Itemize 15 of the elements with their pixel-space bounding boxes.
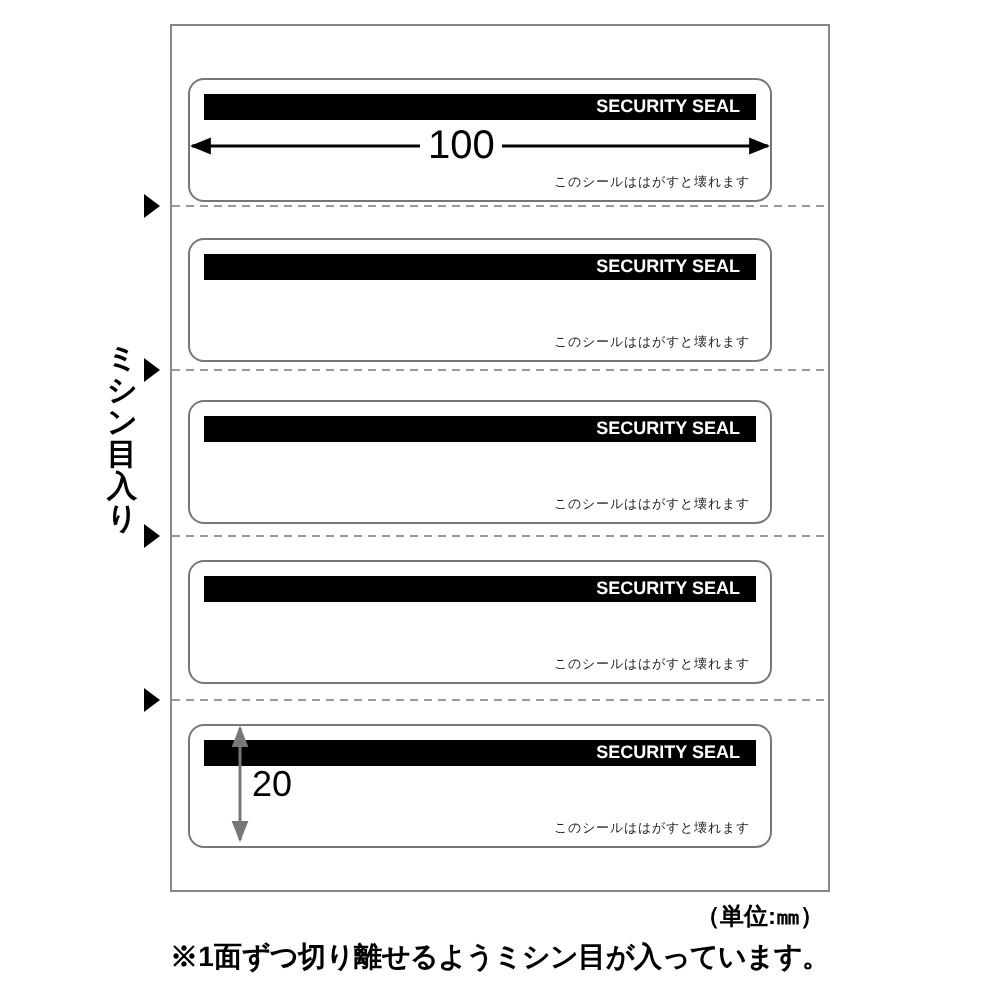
seal-label	[188, 724, 772, 848]
seal-title-bar: SECURITY SEAL	[204, 740, 756, 766]
seal-label	[188, 560, 772, 684]
seal-title-bar: SECURITY SEAL	[204, 254, 756, 280]
seal-title-bar: SECURITY SEAL	[204, 94, 756, 120]
label-sheet	[170, 24, 830, 892]
dimension-value: 20	[252, 764, 293, 804]
seal-title-bar: SECURITY SEAL	[204, 576, 756, 602]
unit-note: （単位:㎜）	[696, 900, 824, 934]
footnote: ※1面ずつ切り離せるようミシン目が入っています。	[168, 940, 832, 976]
seal-label	[188, 238, 772, 362]
seal-title-bar: SECURITY SEAL	[204, 416, 756, 442]
perforation-note: ミシン目入り	[106, 344, 138, 536]
seal-label	[188, 78, 772, 202]
seal-label	[188, 400, 772, 524]
